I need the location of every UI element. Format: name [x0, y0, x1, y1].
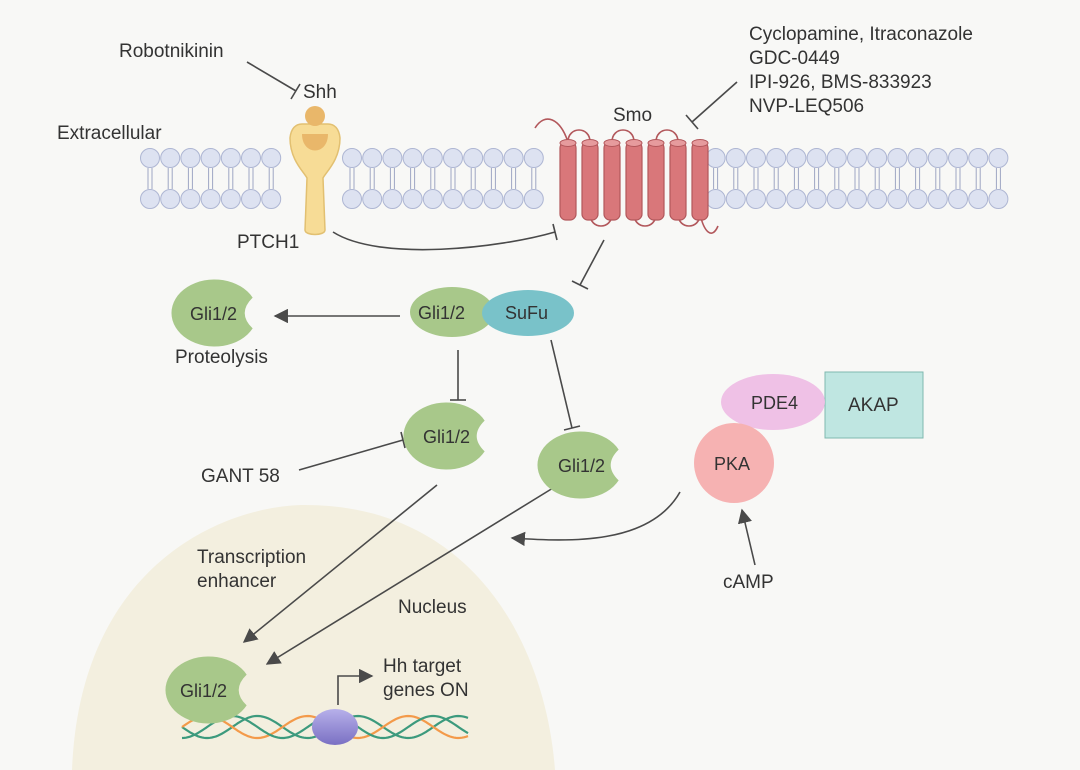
pde4-protein [721, 374, 825, 430]
shh-ligand [305, 106, 325, 126]
pka-protein [694, 423, 774, 503]
akap-box [824, 371, 924, 439]
genes-on-label: genes ON [383, 680, 469, 701]
gli-complex-label: Gli1/2 [418, 303, 465, 323]
gli-proteolysis-label: Gli1/2 [190, 304, 237, 324]
camp-label: cAMP [723, 572, 774, 593]
sufu-protein [482, 290, 574, 336]
cell-membrane [140, 148, 1009, 209]
ptch1-receptor [289, 123, 341, 236]
inhibition-lines [246, 61, 738, 471]
proteolysis-label: Proteolysis [175, 347, 268, 368]
smo-inhibitor-1: Cyclopamine, Itraconazole [749, 24, 973, 45]
extracellular-label: Extracellular [57, 123, 162, 144]
smo-inhibitor-4: NVP-LEQ506 [749, 96, 864, 117]
transcription-label: Transcription [197, 547, 306, 568]
gli-middle-label: Gli1/2 [423, 427, 470, 447]
gant58-label: GANT 58 [201, 466, 280, 487]
enhancer-label: enhancer [197, 571, 277, 592]
activation-arrows [242, 308, 756, 705]
gli-middle-shape [403, 402, 485, 470]
robotnikinin-label: Robotnikinin [119, 41, 224, 62]
gli-right-label: Gli1/2 [558, 456, 605, 476]
shh-label: Shh [303, 82, 337, 103]
hh-target-label: Hh target [383, 656, 462, 677]
smo-receptor [534, 118, 719, 234]
gli-nucleus-label: Gli1/2 [180, 681, 227, 701]
gli-complex-shape [410, 287, 494, 337]
smo-inhibitor-3: IPI-926, BMS-833923 [749, 72, 932, 93]
ptch1-label: PTCH1 [237, 232, 299, 253]
smo-inhibitor-2: GDC-0449 [749, 48, 840, 69]
nucleus-label: Nucleus [398, 597, 467, 618]
gli-proteolysis-shape [171, 279, 253, 347]
gli-right-shape [537, 431, 619, 499]
sufu-label: SuFu [505, 303, 548, 323]
promoter-complex [312, 709, 358, 745]
pka-label: PKA [714, 454, 750, 474]
akap-label: AKAP [848, 395, 899, 416]
pde4-label: PDE4 [751, 393, 798, 413]
gli-nucleus-shape [165, 656, 247, 724]
smo-label: Smo [613, 105, 652, 126]
